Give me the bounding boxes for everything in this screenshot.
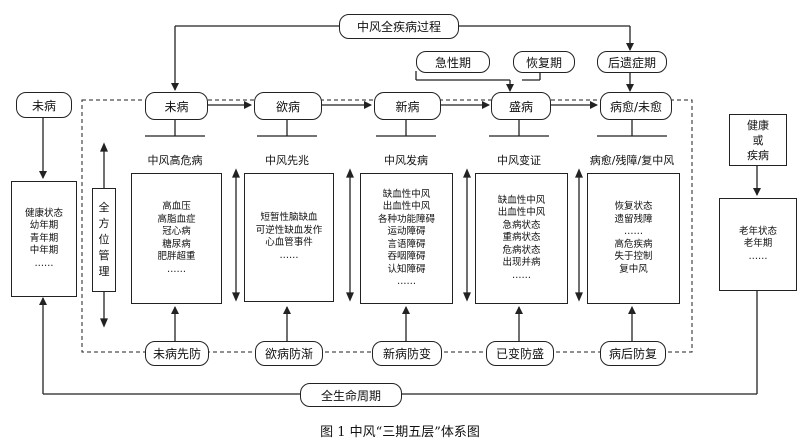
detail-line: 失于控制 xyxy=(614,251,653,262)
detail-box-recovered: 恢复状态 遗留残障 …… 高危疾病 失于控制 复中风 xyxy=(587,173,680,304)
stage-yubing: 欲病 xyxy=(254,92,322,120)
detail-line: 危病状态 xyxy=(502,244,541,256)
node-line: 或 xyxy=(752,133,764,147)
life-cycle-label: 全生命周期 xyxy=(320,388,381,403)
stage-label: 新病 xyxy=(395,99,420,114)
detail-line: 复中风 xyxy=(619,263,648,275)
vertical-char: 全 xyxy=(98,201,110,214)
stage-label: 未病 xyxy=(164,99,189,114)
vertical-char: 理 xyxy=(98,265,110,278)
prevention-recovered: 病后防复 xyxy=(600,341,666,366)
stage-label: 病愈/未愈 xyxy=(609,99,663,114)
stage-label: 欲病 xyxy=(275,99,300,114)
stage-recovered: 病愈/未愈 xyxy=(600,92,672,120)
detail-line: 健康状态 xyxy=(24,207,63,219)
detail-line: 老年期 xyxy=(743,238,773,250)
figure-caption: 图 1 中风“三期五层”体系图 xyxy=(320,425,480,440)
detail-line: 重病状态 xyxy=(502,232,541,244)
stage-shengbing: 盛病 xyxy=(491,92,551,120)
stage-xinbing: 新病 xyxy=(374,92,441,120)
category-label: 病愈/残障/复中风 xyxy=(589,154,675,167)
detail-line: 出血性中风 xyxy=(382,201,431,212)
prevention-label: 未病先防 xyxy=(152,347,201,361)
whole-course-label: 中风全疾病过程 xyxy=(356,20,441,34)
right-health-or-disease-node: 健康 或 疾病 xyxy=(729,114,787,166)
all-round-management-box: 全 方 位 管 理 xyxy=(92,188,116,292)
detail-line: 运动障碍 xyxy=(387,226,426,237)
detail-line: …… xyxy=(34,257,54,269)
detail-line: 短暂性脑缺血 xyxy=(260,212,318,223)
detail-line: 老年状态 xyxy=(738,225,777,237)
detail-line: 高血压 xyxy=(162,201,191,212)
stage-weibing: 未病 xyxy=(145,92,208,120)
whole-course-box: 中风全疾病过程 xyxy=(339,14,459,39)
detail-line: 认知障碍 xyxy=(387,263,426,275)
left-weibing-node: 未病 xyxy=(16,92,72,118)
detail-line: 幼年期 xyxy=(29,220,59,232)
detail-box-yubing: 短暂性脑缺血 可逆性缺血发作 心血管事件 …… xyxy=(244,173,334,302)
category-label: 中风高危病 xyxy=(147,154,203,167)
detail-line: 肥胖超重 xyxy=(157,251,196,262)
node-line: 健康 xyxy=(747,118,769,132)
phase-recovery: 恢复期 xyxy=(513,51,575,73)
category-label: 中风发病 xyxy=(384,154,428,167)
phase-label: 恢复期 xyxy=(525,55,562,70)
prevention-xinbing: 新病防变 xyxy=(372,341,442,366)
vertical-char: 位 xyxy=(98,233,110,246)
detail-line: 缺血性中风 xyxy=(382,188,431,200)
detail-box-shengbing: 缺血性中风 出血性中风 急病状态 重病状态 危病状态 出现并病 …… xyxy=(475,173,568,304)
prevention-yubing: 欲病防渐 xyxy=(255,341,323,366)
stage-label: 盛病 xyxy=(508,99,533,114)
detail-line: 各种功能障碍 xyxy=(377,213,435,225)
detail-line: 可逆性缺血发作 xyxy=(255,224,323,236)
life-cycle-box: 全生命周期 xyxy=(300,383,402,407)
prevention-shengbing: 已变防盛 xyxy=(486,341,554,366)
detail-line: 糖尿病 xyxy=(162,238,191,250)
detail-line: 高脂血症 xyxy=(157,213,196,225)
detail-line: …… xyxy=(167,263,186,275)
detail-line: 出现并病 xyxy=(502,257,541,269)
phase-sequelae: 后遗症期 xyxy=(597,51,667,73)
prevention-label: 新病防变 xyxy=(382,347,431,361)
category-label: 中风变证 xyxy=(497,154,541,167)
phase-label: 后遗症期 xyxy=(607,55,656,70)
detail-line: …… xyxy=(397,276,416,287)
detail-line: …… xyxy=(624,226,643,237)
phase-acute: 急性期 xyxy=(416,51,490,73)
detail-box-xinbing: 缺血性中风 出血性中风 各种功能障碍 运动障碍 言语障碍 吞咽障碍 认知障碍 …… xyxy=(360,173,453,304)
prevention-label: 病后防复 xyxy=(608,347,657,361)
vertical-char: 管 xyxy=(98,249,110,262)
detail-line: …… xyxy=(512,269,531,281)
phase-label: 急性期 xyxy=(434,55,471,70)
detail-line: …… xyxy=(748,250,768,262)
detail-line: 缺血性中风 xyxy=(497,194,546,206)
detail-line: 恢复状态 xyxy=(614,201,653,212)
detail-line: …… xyxy=(279,249,299,261)
detail-line: 吞咽障碍 xyxy=(387,251,426,262)
vertical-char: 方 xyxy=(98,217,110,230)
detail-box-weibing: 高血压 高脂血症 冠心病 糖尿病 肥胖超重 …… xyxy=(131,173,222,304)
detail-line: 冠心病 xyxy=(162,226,191,237)
detail-line: 中年期 xyxy=(29,245,59,257)
left-health-box: 健康状态 幼年期 青年期 中年期 …… xyxy=(11,181,77,297)
prevention-label: 欲病防渐 xyxy=(264,347,313,361)
detail-line: 急病状态 xyxy=(502,219,541,231)
detail-line: 心血管事件 xyxy=(265,237,313,248)
prevention-weibing: 未病先防 xyxy=(145,341,209,366)
detail-line: 出血性中风 xyxy=(497,207,546,219)
detail-line: 青年期 xyxy=(29,232,59,244)
category-label: 中风先兆 xyxy=(265,154,309,167)
detail-line: 言语障碍 xyxy=(387,238,426,250)
prevention-label: 已变防盛 xyxy=(495,347,544,361)
right-elderly-box: 老年状态 老年期 …… xyxy=(719,198,797,291)
detail-line: 高危疾病 xyxy=(614,238,653,250)
node-line: 疾病 xyxy=(747,148,769,162)
left-node-label: 未病 xyxy=(31,98,56,113)
detail-line: 遗留残障 xyxy=(614,213,653,225)
